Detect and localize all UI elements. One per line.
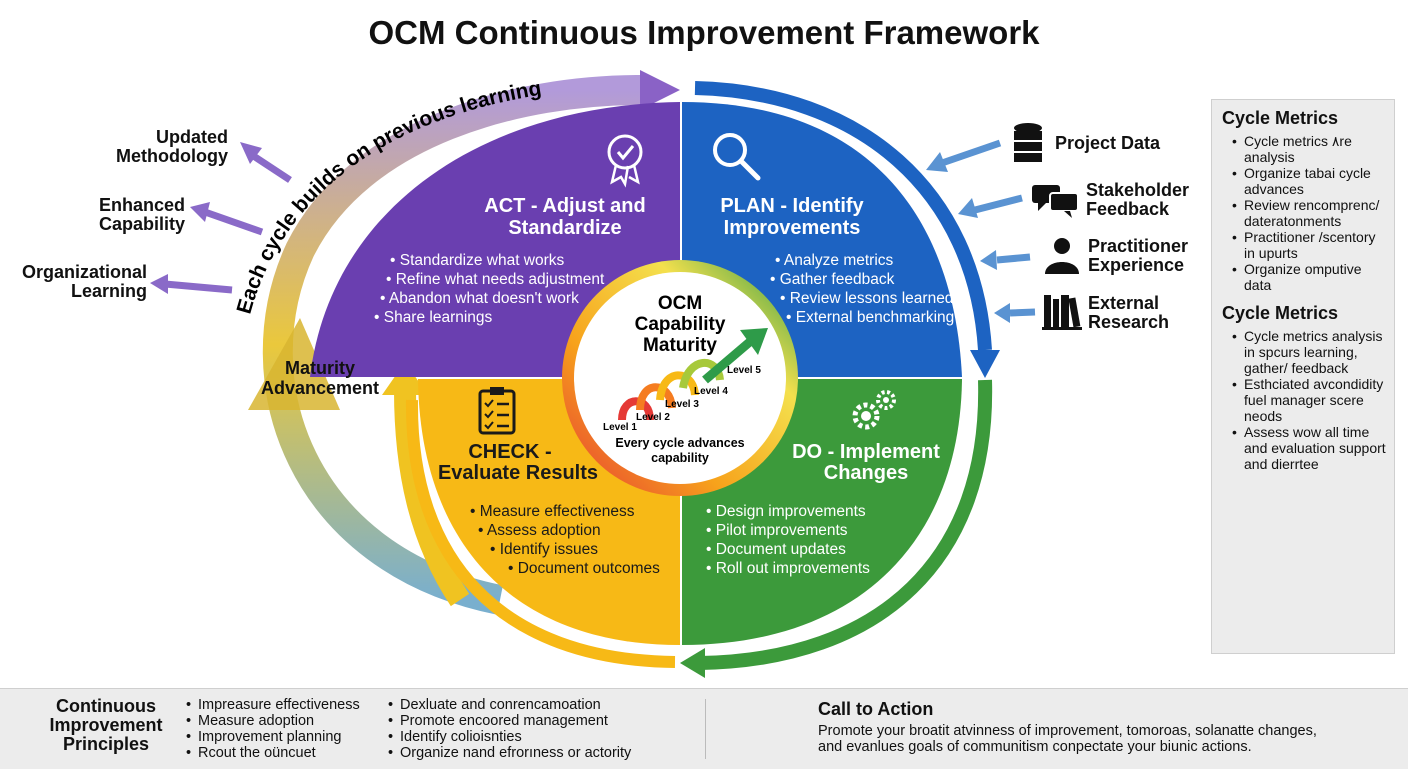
input-external-research: External Research [1088,293,1170,332]
act-bullet: • Abandon what doesn't work [380,290,579,307]
do-title-2: Changes [824,462,908,484]
act-bullet-list: • Standardize what works • Refine what ne… [374,252,605,326]
plan-bullet: • Review lessons learned [780,290,953,307]
input-arrows [926,139,1036,323]
divider [705,699,706,759]
plan-title-2: Improvements [724,217,861,239]
maturity-level-label: Level 3 [665,399,699,410]
panel-list-item: Cycle metrics ۸re analysis [1232,133,1386,165]
maturity-spiral [618,328,768,421]
bottom-bar: Continuous Improvement Principles Imprea… [0,688,1408,769]
do-bullet: • Document updates [706,541,846,558]
center-title-1: OCM [658,293,702,314]
panel-list-item: Cycle metrics analysis in spcurs learnin… [1232,328,1386,376]
plan-outer-arc [694,81,992,351]
plan-title-1: PLAN - Identify [720,195,864,217]
plan-outer-arc-head [970,350,1000,378]
plan-bullet: • Gather feedback [770,271,895,288]
outcome-enhanced-capability: Enhanced Capability [98,195,185,234]
feedback-arc-head [640,70,680,110]
panel-list-2: Cycle metrics analysis in spcurs learnin… [1222,328,1386,472]
do-outer-arc-head [680,648,705,678]
outcome-updated-methodology: Updated Methodology [116,127,228,166]
gears-icon [852,390,896,430]
principle-item: Organize nand efrorıness or actority [388,745,688,761]
chat-bubbles-icon [1032,185,1079,218]
check-bullet: • Identify issues [490,541,598,558]
principle-item: Dexluate and conrencamoation [388,697,688,713]
principle-item: Improvement planning [186,729,386,745]
center-caption-2: capability [651,451,709,465]
check-bullet: • Measure effectiveness [470,503,635,520]
do-title-1: DO - Implement [792,441,940,463]
input-stakeholder-feedback: Stakeholder Feedback [1086,180,1190,219]
plan-bullet: • Analyze metrics [775,252,894,269]
person-icon [1045,238,1079,274]
feedback-arc [262,75,641,615]
outcome-organizational-learning: Organizational Learning [21,262,147,301]
plan-bullet-list: • Analyze metrics • Gather feedback • Revi… [770,252,954,326]
maturity-arrow-head [382,362,428,395]
act-bullet: • Refine what needs adjustment [386,271,605,288]
maturity-level-label: Level 5 [727,365,761,376]
do-outer-arc [699,379,993,670]
center-title-2: Capability [635,314,726,335]
check-outer-arc [405,399,676,668]
principle-item: Promote encoored management [388,713,688,729]
magnifier-icon [713,133,761,181]
maturity-level-label: Level 1 [603,422,637,433]
panel-list-item: Organize omputive data [1232,261,1386,293]
panel-list-item: Esthciated avcondidity fuel manager scer… [1232,376,1386,424]
check-bullet: • Document outcomes [508,560,660,577]
act-bullet: • Standardize what works [390,252,565,269]
cta-text-line-1: Promote your broatit atvinness of improv… [818,723,1317,739]
panel-list-item: Organize tabai cycle advances [1232,165,1386,197]
books-icon [1042,295,1082,330]
maturity-level-label: Level 2 [636,412,670,423]
check-bullet-list: • Measure effectiveness • Assess adoption… [470,503,660,577]
center-caption-1: Every cycle advances [615,436,744,450]
input-practitioner-experience: Practitioner Experience [1088,236,1189,275]
principles-title: Continuous Improvement Principles [49,696,163,754]
act-title-2: Standardize [508,217,621,239]
act-bullet: • Share learnings [374,309,493,326]
maturity-advancement-label: Maturity Advancement [260,358,380,398]
cycle-metrics-panel: Cycle Metrics Cycle metrics ۸re analysis… [1211,99,1395,654]
do-bullet: • Design improvements [706,503,866,520]
panel-list-item: Review rencomprenc/ dateratonments [1232,197,1386,229]
maturity-left-triangle [248,318,340,410]
principles-column-1: Impreasure effectivenessMeasure adoption… [186,697,386,761]
center-title-3: Maturity [643,335,717,356]
principle-item: Rcout the oüncuet [186,745,386,761]
panel-heading-1: Cycle Metrics [1222,108,1339,128]
act-title-1: ACT - Adjust and [484,195,645,217]
check-title-1: CHECK - [468,441,551,463]
maturity-arrow [394,389,470,607]
input-project-data: Project Data [1055,133,1161,153]
plan-bullet: • External benchmarking [786,309,954,326]
do-bullet: • Roll out improvements [706,560,870,577]
panel-heading-2: Cycle Metrics [1222,303,1339,323]
cta-title: Call to Action [818,699,934,719]
panel-list-1: Cycle metrics ۸re analysisOrganize tabai… [1222,133,1386,293]
principle-item: Identify colioisnties [388,729,688,745]
outcome-arrows [150,142,292,294]
cta-text: Promote your broatit atvinness of improv… [818,723,1398,755]
maturity-level-label: Level 4 [694,386,728,397]
database-icon [1014,123,1042,162]
panel-list-item: Assess wow all time and evaluation suppo… [1232,424,1386,472]
clipboard-checklist-icon [478,387,516,435]
panel-list-item: Practitioner /scentory in upurts [1232,229,1386,261]
page-title: OCM Continuous Improvement Framework [368,14,1040,51]
do-bullet: • Pilot improvements [706,522,848,539]
principle-item: Impreasure effectiveness [186,697,386,713]
check-bullet: • Assess adoption [478,522,601,539]
principle-item: Measure adoption [186,713,386,729]
award-ribbon-icon [607,134,643,188]
cta-text-line-2: and evanlues goals of communitism conpec… [818,739,1252,755]
principles-column-2: Dexluate and conrencamoationPromote enco… [388,697,688,761]
do-bullet-list: • Design improvements • Pilot improvement… [706,503,870,577]
check-title-2: Evaluate Results [438,462,598,484]
